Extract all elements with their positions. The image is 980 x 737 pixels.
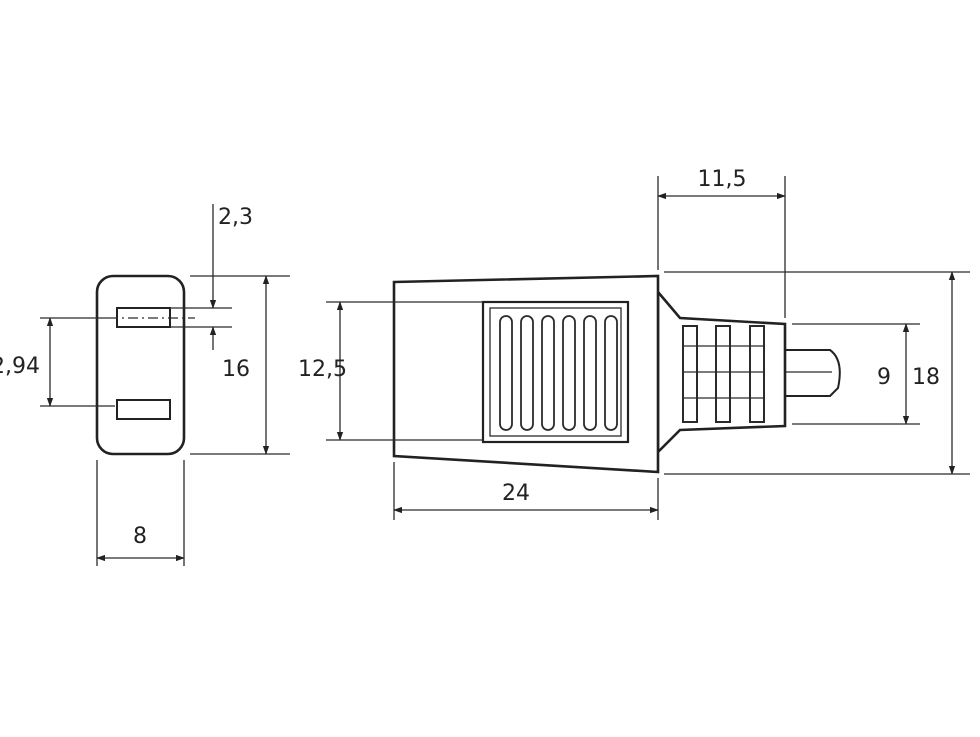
strain-relief-ribs [682, 325, 765, 423]
connector-body [392, 274, 660, 474]
body-height-dimension: 12,5 [298, 301, 483, 441]
pin-width-dimension: 2,3 [170, 204, 253, 350]
plug-face-outline [95, 274, 186, 456]
face-width-label: 8 [133, 524, 147, 549]
body-length-label: 24 [502, 481, 530, 506]
pin-spacing-label: 2,94 [0, 354, 40, 379]
face-height-dimension: 16 [190, 275, 290, 455]
overall-height-label: 18 [912, 365, 940, 390]
grip-ribs [499, 315, 618, 431]
grip-panel [481, 300, 630, 444]
cable [779, 349, 841, 397]
face-height-label: 16 [222, 357, 250, 382]
face-width-dimension: 8 [96, 460, 185, 566]
lower-pin-slot [116, 399, 171, 420]
overall-height-dimension: 18 [664, 271, 970, 475]
pin-spacing-dimension: 2,94 [0, 317, 54, 407]
cable-height-dimension: 9 [792, 323, 920, 425]
body-height-label: 12,5 [298, 357, 347, 382]
pin-width-label: 2,3 [218, 205, 253, 230]
front-view [40, 274, 195, 456]
cable-height-label: 9 [877, 365, 891, 390]
strain-relief-length-dimension: 11,5 [657, 167, 786, 318]
body-length-dimension: 24 [393, 462, 659, 520]
side-view [392, 274, 841, 474]
strain-relief-length-label: 11,5 [698, 167, 747, 192]
